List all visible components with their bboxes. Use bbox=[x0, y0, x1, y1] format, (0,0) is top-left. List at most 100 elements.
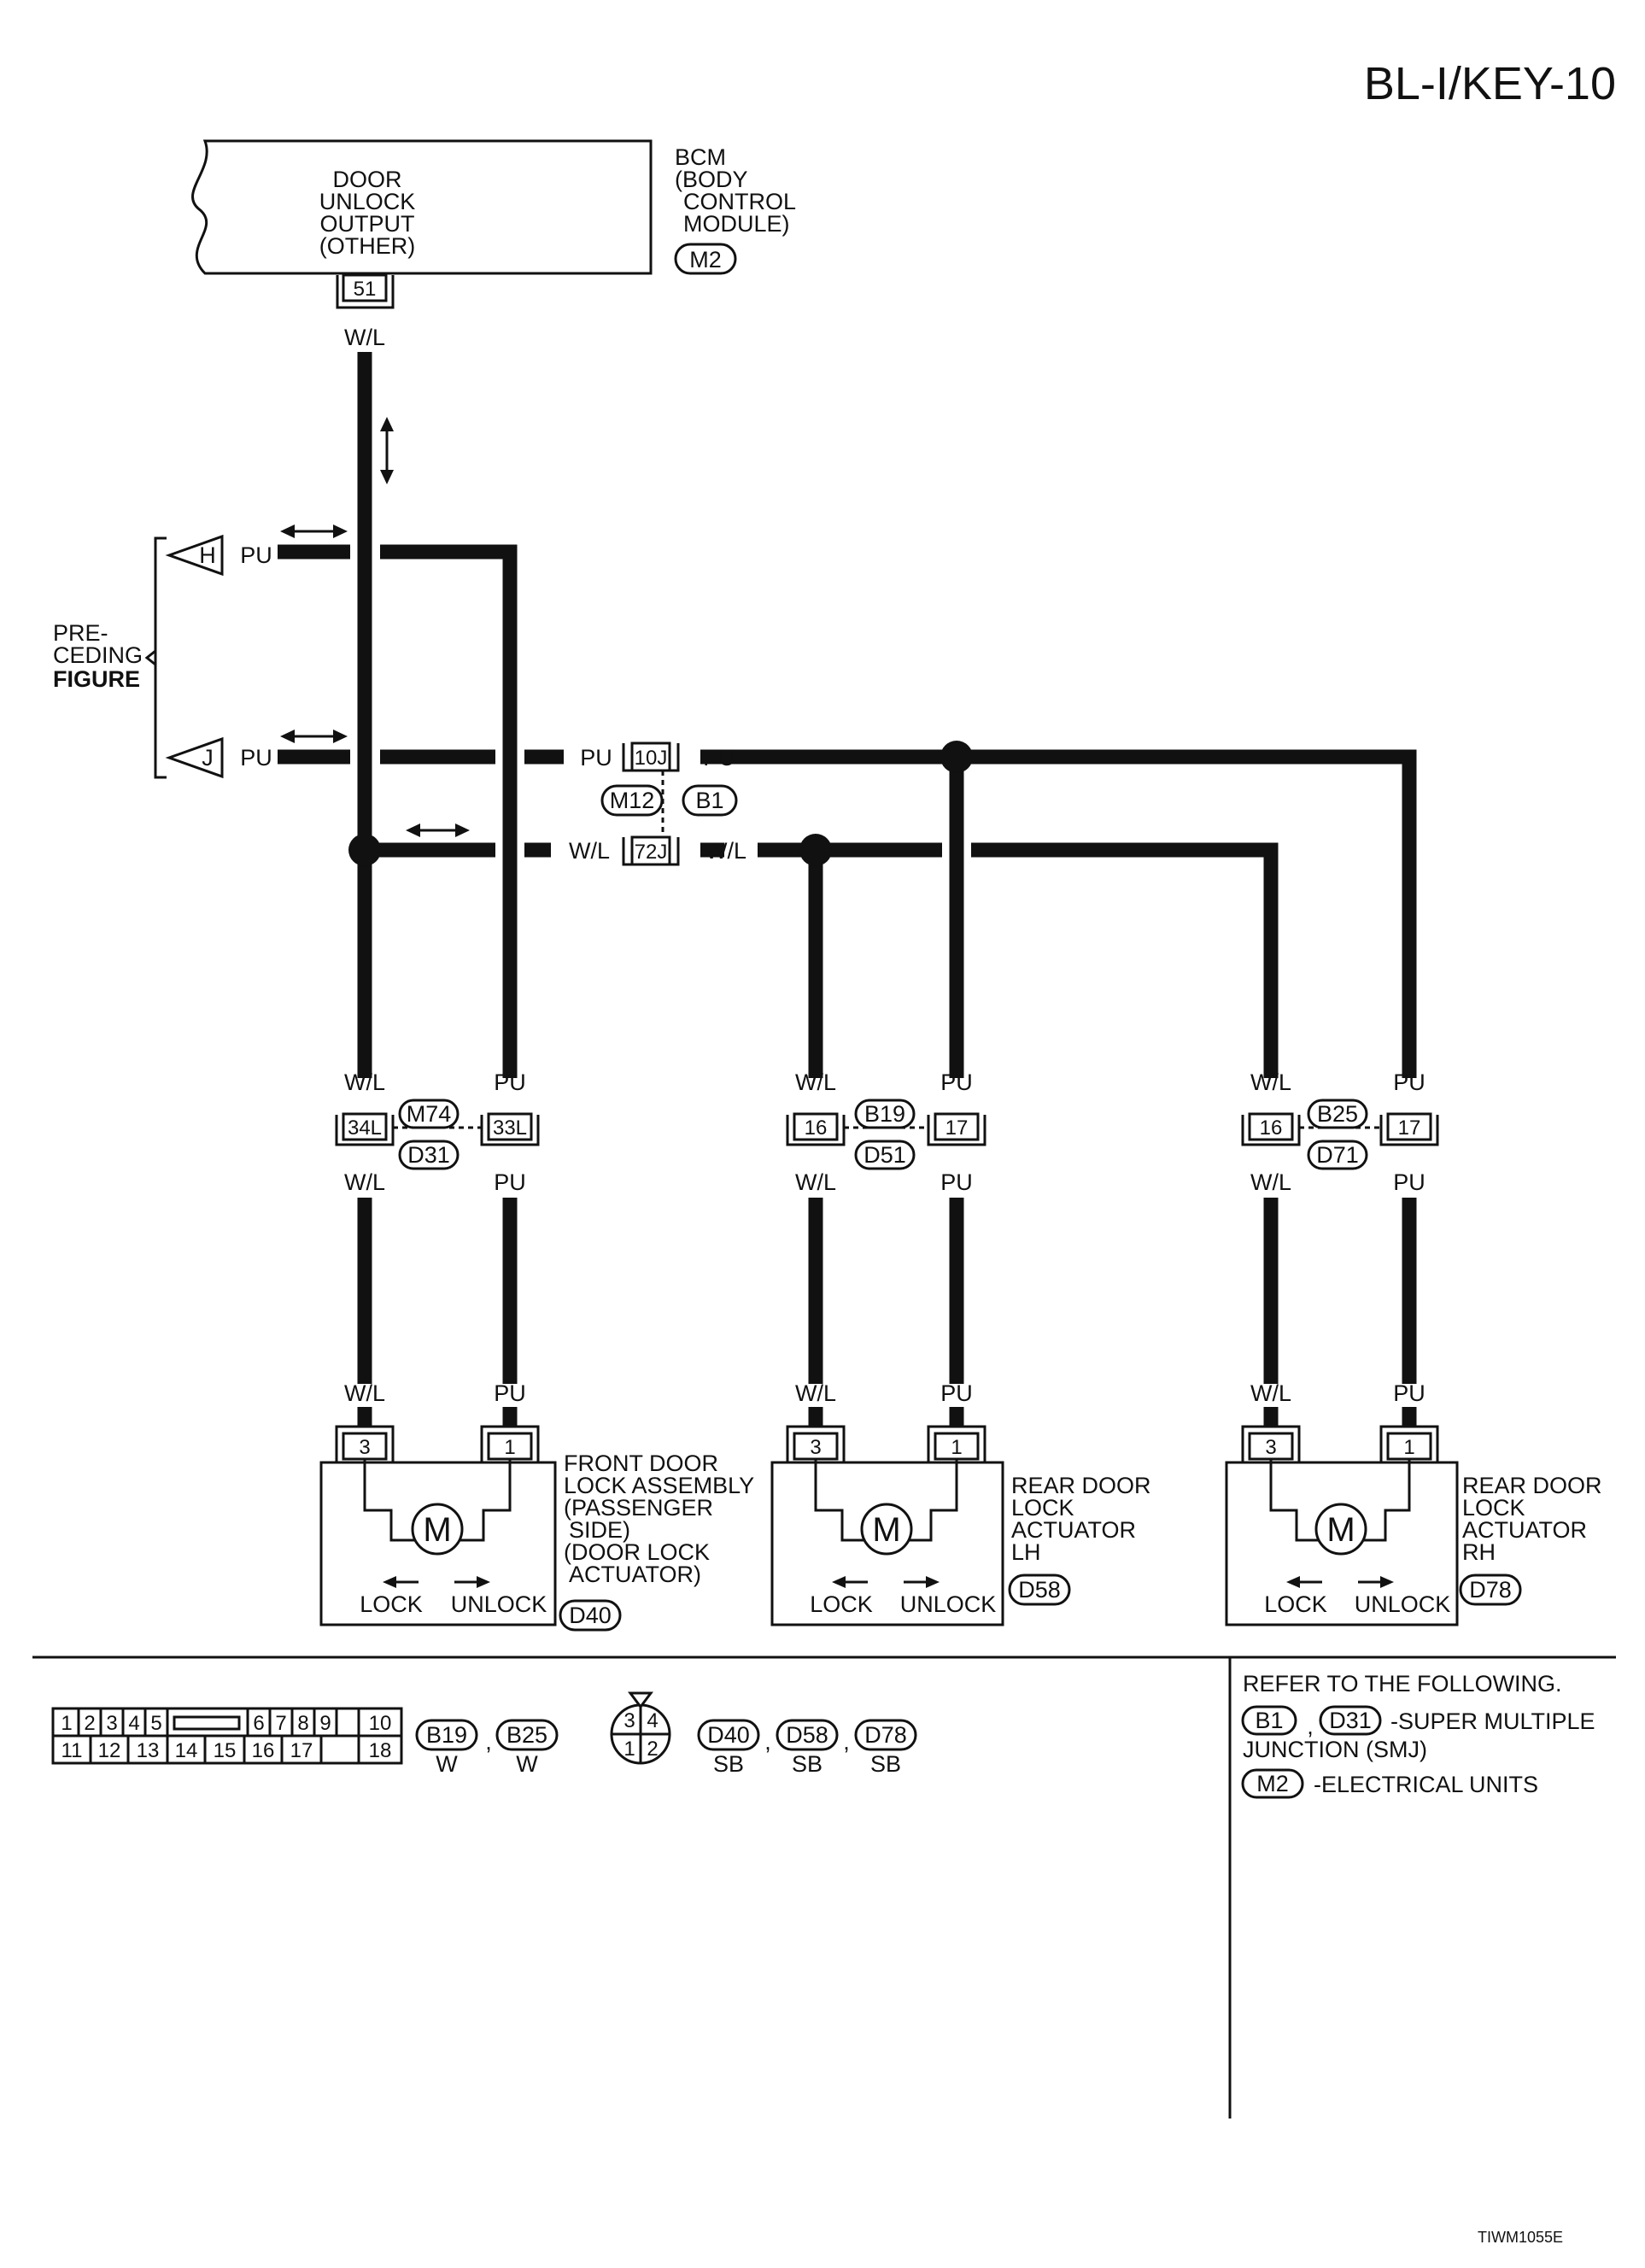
junction-72j: W/L 72J W/L bbox=[569, 835, 746, 866]
connector-color: W bbox=[436, 1751, 458, 1777]
actuator-label-line: LH bbox=[1011, 1539, 1041, 1565]
wire-color-label: PU bbox=[1393, 1380, 1425, 1406]
separator-comma: , bbox=[843, 1729, 850, 1755]
pin-number: 7 bbox=[275, 1712, 286, 1735]
separator-comma: , bbox=[1307, 1714, 1314, 1739]
connector-id: D40 bbox=[707, 1722, 750, 1748]
double-arrow-icon bbox=[380, 417, 394, 484]
front-pass-actuator: 3 1 M LOCK UNLOCK bbox=[319, 1425, 557, 1626]
terminal-number: 1 bbox=[504, 1436, 515, 1459]
bcm-label-line: BCM bbox=[675, 144, 726, 170]
motor-symbol: M bbox=[423, 1511, 451, 1549]
rear-rh-label: REAR DOOR LOCK ACTUATOR RH D78 bbox=[1459, 1473, 1602, 1606]
pin-label: 16 bbox=[1260, 1116, 1283, 1140]
bcm-connector-id: M2 bbox=[689, 247, 722, 273]
connector-id: D58 bbox=[1018, 1577, 1061, 1603]
connector-id: M74 bbox=[407, 1101, 452, 1127]
bcm-function-line: DOOR bbox=[333, 167, 402, 192]
bcm-terminal-number: 51 bbox=[354, 278, 377, 301]
actuator-label-line: ACTUATOR bbox=[1011, 1517, 1136, 1543]
pin-number: 2 bbox=[647, 1738, 658, 1761]
double-arrow-icon bbox=[406, 823, 470, 837]
refs-header: REFER TO THE FOLLOWING. bbox=[1243, 1671, 1562, 1697]
separator-comma: , bbox=[764, 1729, 771, 1755]
rear-rh-actuator: 3 1 M LOCK UNLOCK bbox=[1225, 1425, 1459, 1626]
actuator-label-line: ACTUATOR) bbox=[569, 1562, 701, 1587]
wire-color-label: PU bbox=[494, 1380, 526, 1406]
legend-connector-18pin: 1 2 3 4 5 6 7 8 9 10 11 12 13 14 15 16 1… bbox=[51, 1707, 403, 1765]
junction-id: 10J bbox=[635, 747, 668, 770]
reference-notes: REFER TO THE FOLLOWING. B1 , D31 -SUPER … bbox=[1241, 1671, 1595, 1799]
wire-color-label: W/L bbox=[1250, 1070, 1291, 1095]
pin-label: 33L bbox=[493, 1116, 527, 1140]
pin-number: 1 bbox=[61, 1712, 72, 1735]
lock-label: LOCK bbox=[810, 1591, 873, 1617]
pin-number: 4 bbox=[647, 1709, 658, 1732]
bcm-function-line: UNLOCK bbox=[319, 189, 416, 214]
ref-h-letter: H bbox=[199, 542, 216, 568]
wire-color-label: W/L bbox=[344, 325, 385, 350]
wire-color-label: W/L bbox=[795, 1169, 836, 1195]
bcm-function-line: (OTHER) bbox=[319, 233, 415, 259]
bcm-function-label: DOOR UNLOCK OUTPUT (OTHER) bbox=[319, 167, 416, 259]
terminal-number: 3 bbox=[810, 1436, 821, 1459]
figure-code: TIWM1055E bbox=[1478, 2229, 1563, 2246]
ref-j-letter: J bbox=[202, 745, 214, 771]
legend-connector-4pin: 3 4 1 2 bbox=[610, 1691, 671, 1765]
pin-number: 6 bbox=[253, 1712, 264, 1735]
actuator-label-line: LOCK bbox=[1462, 1495, 1525, 1521]
unlock-arrow-icon bbox=[1380, 1576, 1394, 1588]
actuator-label-line: RH bbox=[1462, 1539, 1496, 1565]
unlock-label: UNLOCK bbox=[1355, 1591, 1451, 1617]
wire-color-label: PU bbox=[580, 745, 612, 771]
bcm-box bbox=[191, 139, 653, 275]
wire-color-label: PU bbox=[703, 745, 735, 771]
junction-dot bbox=[940, 741, 973, 773]
bcm-function-line: OUTPUT bbox=[320, 211, 415, 237]
connector-id: B1 bbox=[695, 788, 723, 813]
legend-connector-4pin-ids: D40 , D58 , D78 SB SB SB bbox=[697, 1719, 917, 1777]
pin-number: 16 bbox=[252, 1739, 275, 1762]
pin-number: 13 bbox=[137, 1739, 160, 1762]
wire-wl-right bbox=[700, 842, 1279, 1078]
wire-color-label: PU bbox=[240, 542, 272, 568]
lock-arrow-icon bbox=[383, 1576, 396, 1588]
connector-id: M2 bbox=[1256, 1771, 1289, 1796]
motor-symbol: M bbox=[872, 1511, 900, 1549]
actuator-label-line: ACTUATOR bbox=[1462, 1517, 1587, 1543]
bcm-connector-badge: M2 bbox=[674, 243, 737, 275]
motor-icon bbox=[1314, 1503, 1367, 1556]
unlock-label: UNLOCK bbox=[451, 1591, 547, 1617]
double-arrow-icon bbox=[280, 525, 348, 538]
front-pass-label: FRONT DOOR LOCK ASSEMBLY (PASSENGER SIDE… bbox=[559, 1450, 754, 1632]
pin-number: 11 bbox=[61, 1739, 83, 1762]
terminal-number: 1 bbox=[1403, 1436, 1414, 1459]
connector-id: D40 bbox=[569, 1603, 612, 1628]
lock-arrow-icon bbox=[1286, 1576, 1300, 1588]
terminal-number: 1 bbox=[951, 1436, 962, 1459]
terminal-number: 3 bbox=[1265, 1436, 1276, 1459]
pin-number: 8 bbox=[297, 1712, 308, 1735]
wire-color-label: W/L bbox=[795, 1380, 836, 1406]
pin-number: 18 bbox=[369, 1739, 392, 1762]
wire-h-pu bbox=[278, 544, 518, 1078]
refs-smj-line: -SUPER MULTIPLE bbox=[1390, 1708, 1595, 1734]
connector-id: M12 bbox=[610, 788, 655, 813]
pin-label: 17 bbox=[945, 1116, 969, 1140]
bcm-label-line: MODULE) bbox=[683, 211, 790, 237]
motor-icon bbox=[860, 1503, 913, 1556]
ref-h-arrow: H bbox=[165, 534, 224, 577]
wire-color-label: PU bbox=[1393, 1169, 1425, 1195]
pin-number: 15 bbox=[214, 1739, 237, 1762]
wire-color-label: PU bbox=[494, 1070, 526, 1095]
pin-number: 5 bbox=[150, 1712, 161, 1735]
unlock-arrow-icon bbox=[926, 1576, 940, 1588]
wire-color-label: PU bbox=[240, 745, 272, 771]
pin-number: 3 bbox=[106, 1712, 117, 1735]
connector-color: SB bbox=[870, 1751, 901, 1777]
pin-number: 17 bbox=[290, 1739, 313, 1762]
junction-dot bbox=[348, 834, 381, 866]
lock-label: LOCK bbox=[1264, 1591, 1327, 1617]
bcm-label-line: (BODY bbox=[675, 167, 748, 192]
legend-connector-18pin-ids: B19 , B25 W W bbox=[415, 1719, 559, 1777]
